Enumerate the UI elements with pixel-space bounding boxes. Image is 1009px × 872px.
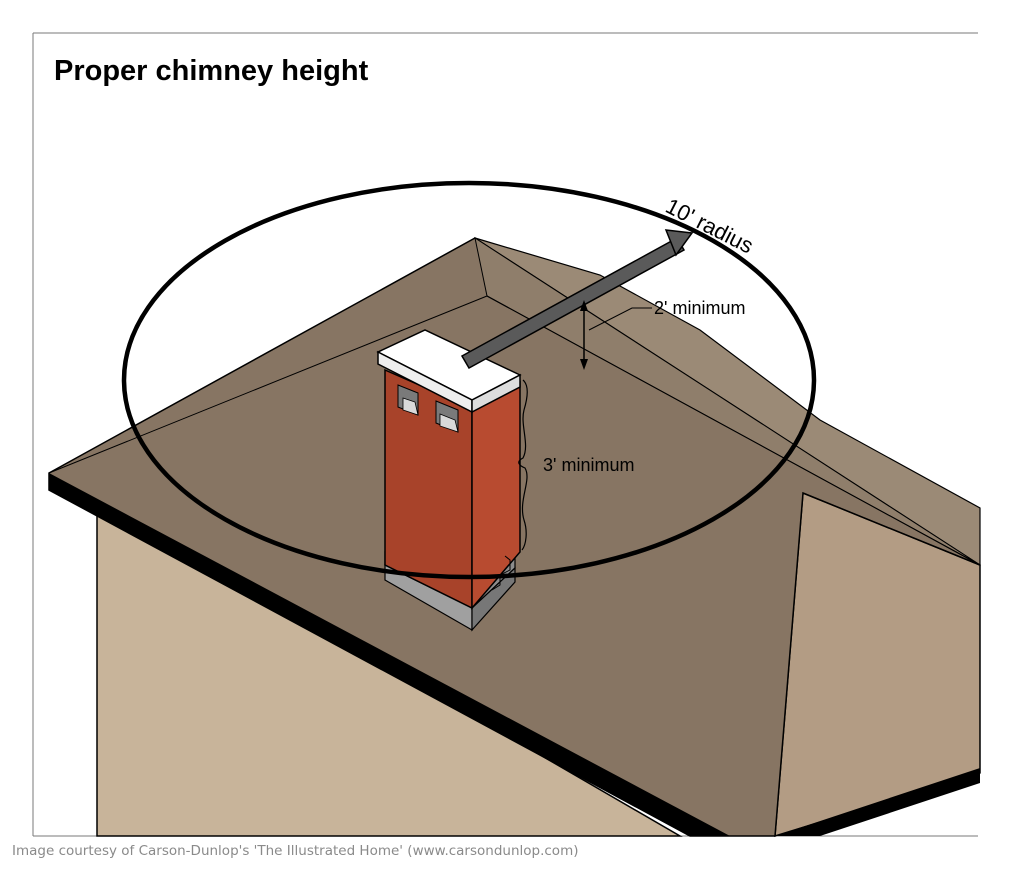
roof-ridge-line [486,295,981,566]
ten-foot-radius-circle [121,180,817,580]
right-fascia [775,768,980,836]
roof-hip-line [48,295,488,474]
chimney-cap-side [471,373,521,414]
front-fascia [49,473,730,836]
two-foot-dimension [580,300,652,370]
roof-valley-line [802,492,981,566]
three-foot-brace [518,379,528,551]
radius-arrow [460,229,694,370]
roof-clearance-label: 3' minimum [543,455,634,475]
image-credit: Image courtesy of Carson-Dunlop's 'The I… [12,843,579,859]
chimney [376,329,522,632]
ridge-clearance-label: 2' minimum [654,298,745,318]
diagram-title: Proper chimney height [54,55,369,87]
